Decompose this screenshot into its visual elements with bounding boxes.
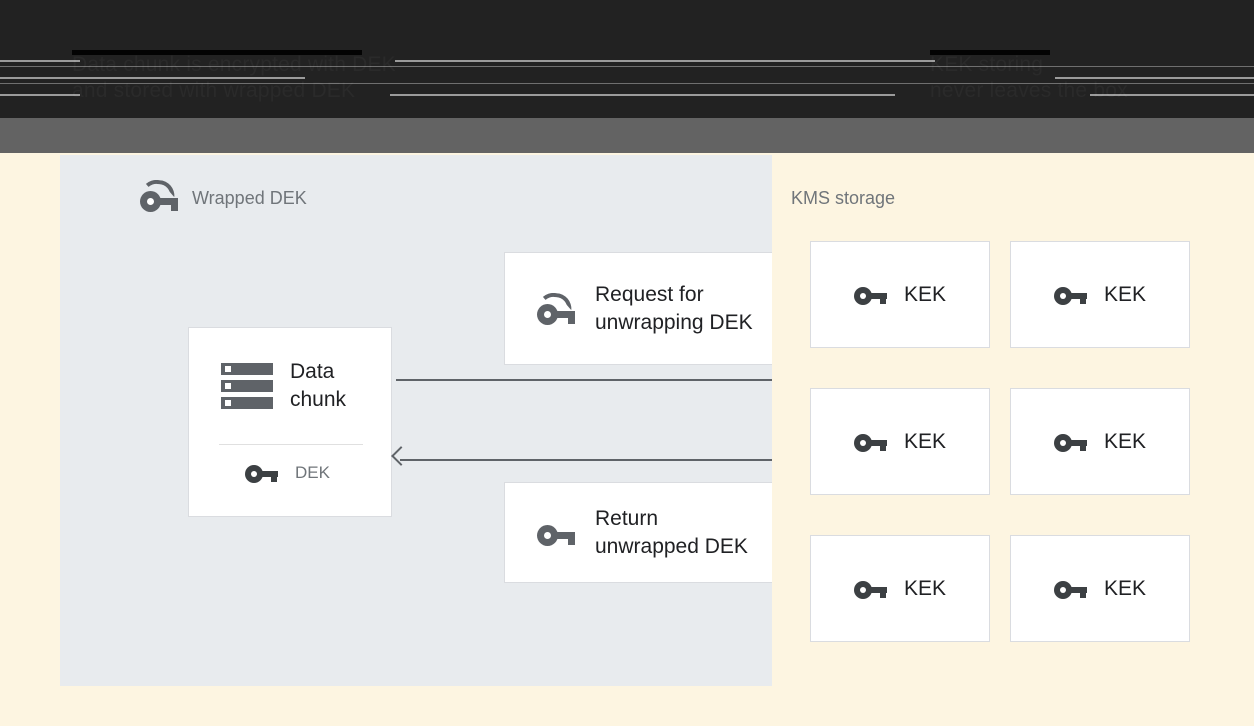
kek-label: KEK xyxy=(903,282,947,306)
kek-card[interactable]: KEK xyxy=(810,388,990,495)
kek-card[interactable]: KEK xyxy=(810,241,990,348)
kek-label: KEK xyxy=(1103,282,1147,306)
wrapped-key-icon xyxy=(140,178,180,212)
request-unwrapping-label: Request for unwrapping DEK xyxy=(595,282,753,334)
banner-overlay-text-left: Data chunk is encrypted with DEK and sto… xyxy=(72,53,396,102)
arrow-to-kms-line xyxy=(396,379,824,381)
key-icon xyxy=(245,462,279,484)
key-icon xyxy=(1053,578,1088,600)
key-icon xyxy=(1053,431,1088,453)
request-unwrapping-card[interactable]: Request for unwrapping DEK xyxy=(504,252,790,365)
banner-overlay-text-right: KEK storing never leaves the box xyxy=(930,53,1128,102)
key-icon xyxy=(853,431,888,453)
kek-card[interactable]: KEK xyxy=(1010,241,1190,348)
kek-card[interactable]: KEK xyxy=(1010,535,1190,642)
wrapped-dek-panel: Wrapped DEK Data chunk xyxy=(60,155,836,686)
kek-card[interactable]: KEK xyxy=(810,535,990,642)
storage-icon xyxy=(221,363,273,409)
data-chunk-label: Data chunk xyxy=(290,360,347,411)
key-icon xyxy=(853,578,888,600)
kek-card[interactable]: KEK xyxy=(1010,388,1190,495)
key-icon xyxy=(1053,284,1088,306)
kek-label: KEK xyxy=(1103,429,1147,453)
kek-grid: KEK KEK KEK xyxy=(810,241,1190,642)
kek-label: KEK xyxy=(903,429,947,453)
kms-storage-panel: KMS storage KEK KEK xyxy=(772,155,1254,686)
arrow-from-kms-head xyxy=(391,446,411,466)
data-chunk-card[interactable]: Data chunk DEK xyxy=(188,327,392,517)
arrow-from-kms-line xyxy=(400,459,836,461)
banner-streak-artifacts xyxy=(0,0,1254,118)
kms-storage-panel-title: KMS storage xyxy=(791,188,896,208)
return-unwrapped-label: Return unwrapped DEK xyxy=(595,506,748,558)
return-unwrapped-card[interactable]: Return unwrapped DEK xyxy=(504,482,790,583)
key-icon xyxy=(853,284,888,306)
key-icon xyxy=(537,520,577,546)
top-dark-banner: Data chunk is encrypted with DEK and sto… xyxy=(0,0,1254,118)
diagram-canvas: Wrapped DEK Data chunk xyxy=(0,153,1254,726)
top-gray-strip xyxy=(0,118,1254,153)
data-chunk-header: Data chunk xyxy=(189,328,391,414)
kek-label: KEK xyxy=(1103,576,1147,600)
wrapped-dek-panel-title: Wrapped DEK xyxy=(192,188,307,208)
data-chunk-divider xyxy=(219,444,363,445)
wrapped-key-icon xyxy=(537,291,577,325)
kek-label: KEK xyxy=(903,576,947,600)
data-chunk-dek-row: DEK xyxy=(245,462,330,484)
data-chunk-dek-label: DEK xyxy=(295,463,330,482)
